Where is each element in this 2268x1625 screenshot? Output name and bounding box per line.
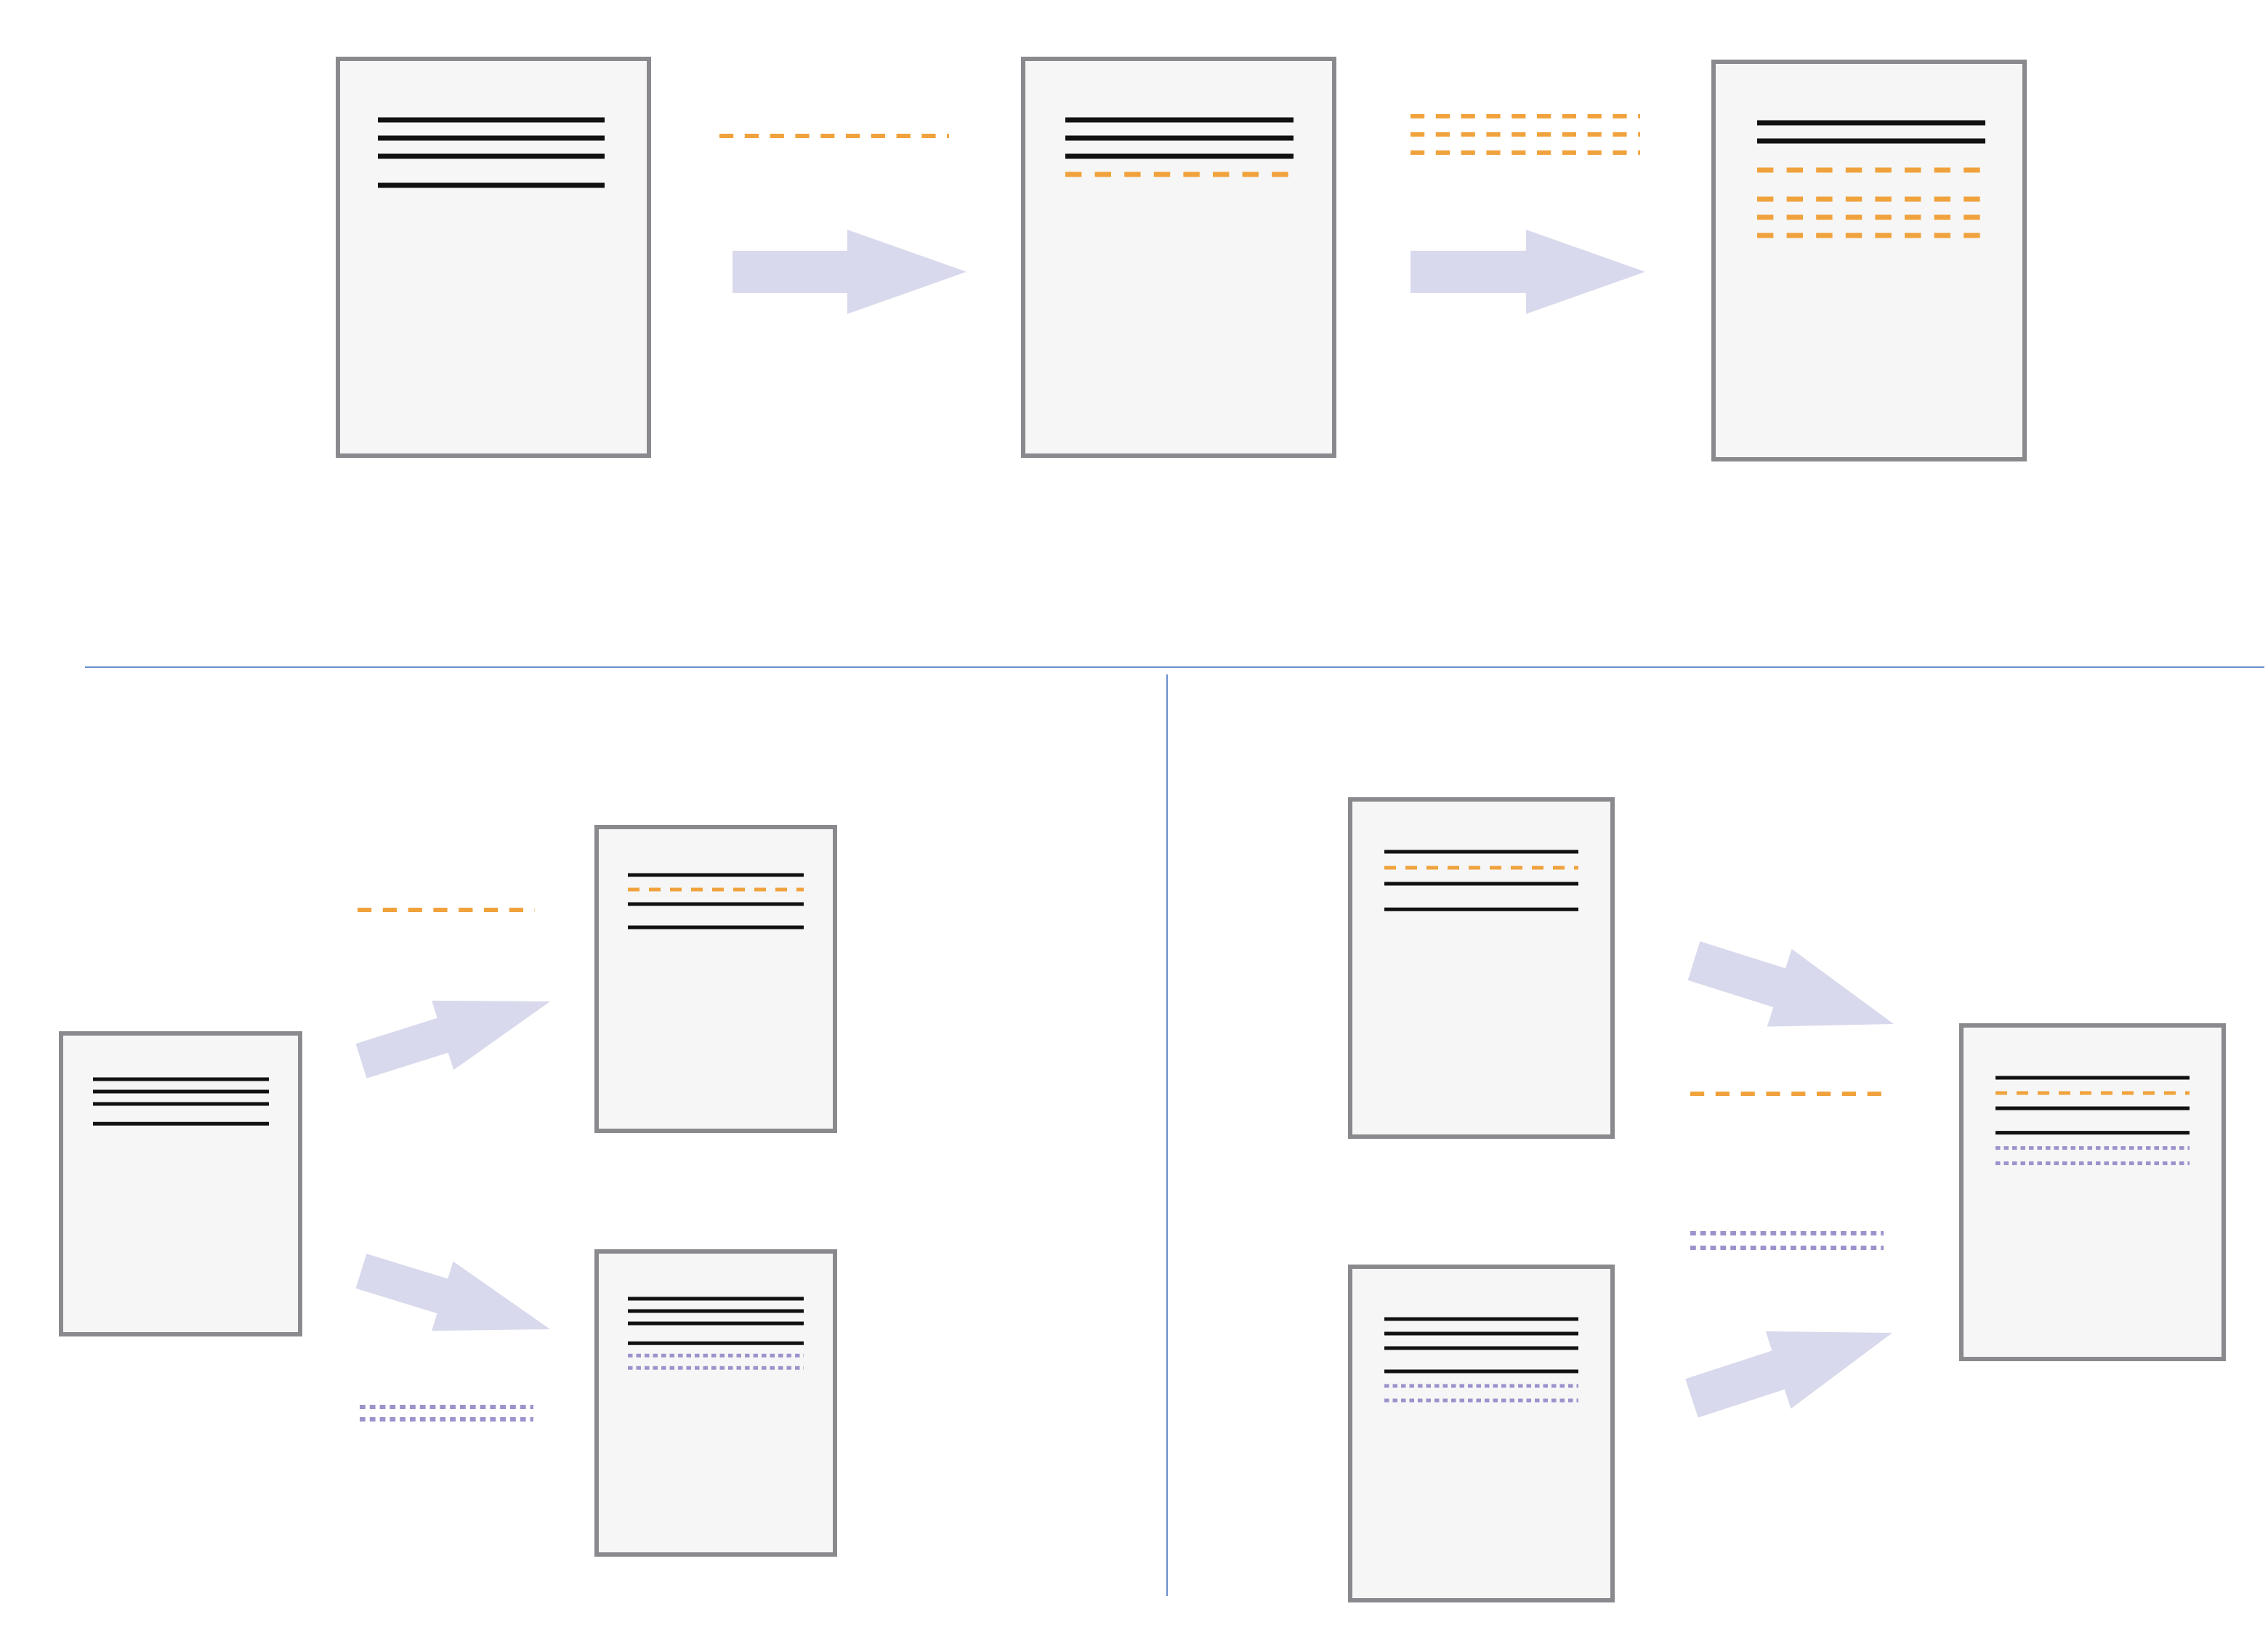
arrow-shape-right: [733, 230, 966, 314]
arrow-shape-right: [1411, 230, 1645, 314]
arrow-shape-down-right: [1687, 941, 1894, 1027]
document-branch-orange-result: [594, 825, 837, 1133]
document-page: [336, 57, 651, 458]
change-label-branch-purple: [360, 1405, 533, 1422]
document-page: [1021, 57, 1336, 458]
arrow-merge-up: [1685, 1331, 1892, 1418]
document-merge-input-orange: [1348, 797, 1615, 1139]
document-original: [336, 57, 651, 458]
change-label-second-edit: [1411, 114, 1640, 155]
change-label-merge-purple: [1690, 1231, 1884, 1250]
document-edited-once: [1021, 57, 1336, 458]
document-merge-input-purple: [1348, 1265, 1615, 1602]
document-page: [1348, 1265, 1615, 1602]
arrow-first-edit: [733, 230, 966, 314]
arrow-second-edit: [1411, 230, 1645, 314]
document-merge-result: [1959, 1023, 2226, 1361]
document-page: [1348, 797, 1615, 1139]
arrow-branch-down: [355, 1254, 550, 1331]
document-page: [1959, 1023, 2226, 1361]
document-page: [594, 1249, 837, 1557]
document-page: [1711, 60, 2027, 461]
document-edited-twice: [1711, 60, 2027, 461]
arrow-shape-down-right: [355, 1254, 550, 1331]
arrow-branch-up: [355, 1000, 550, 1078]
arrow-shape-up-right: [1685, 1331, 1892, 1418]
arrow-shape-up-right: [355, 1000, 550, 1078]
document-page: [594, 825, 837, 1133]
document-branch-source: [59, 1031, 302, 1336]
arrow-merge-down: [1687, 941, 1894, 1027]
document-page: [59, 1031, 302, 1336]
document-branch-purple-result: [594, 1249, 837, 1557]
